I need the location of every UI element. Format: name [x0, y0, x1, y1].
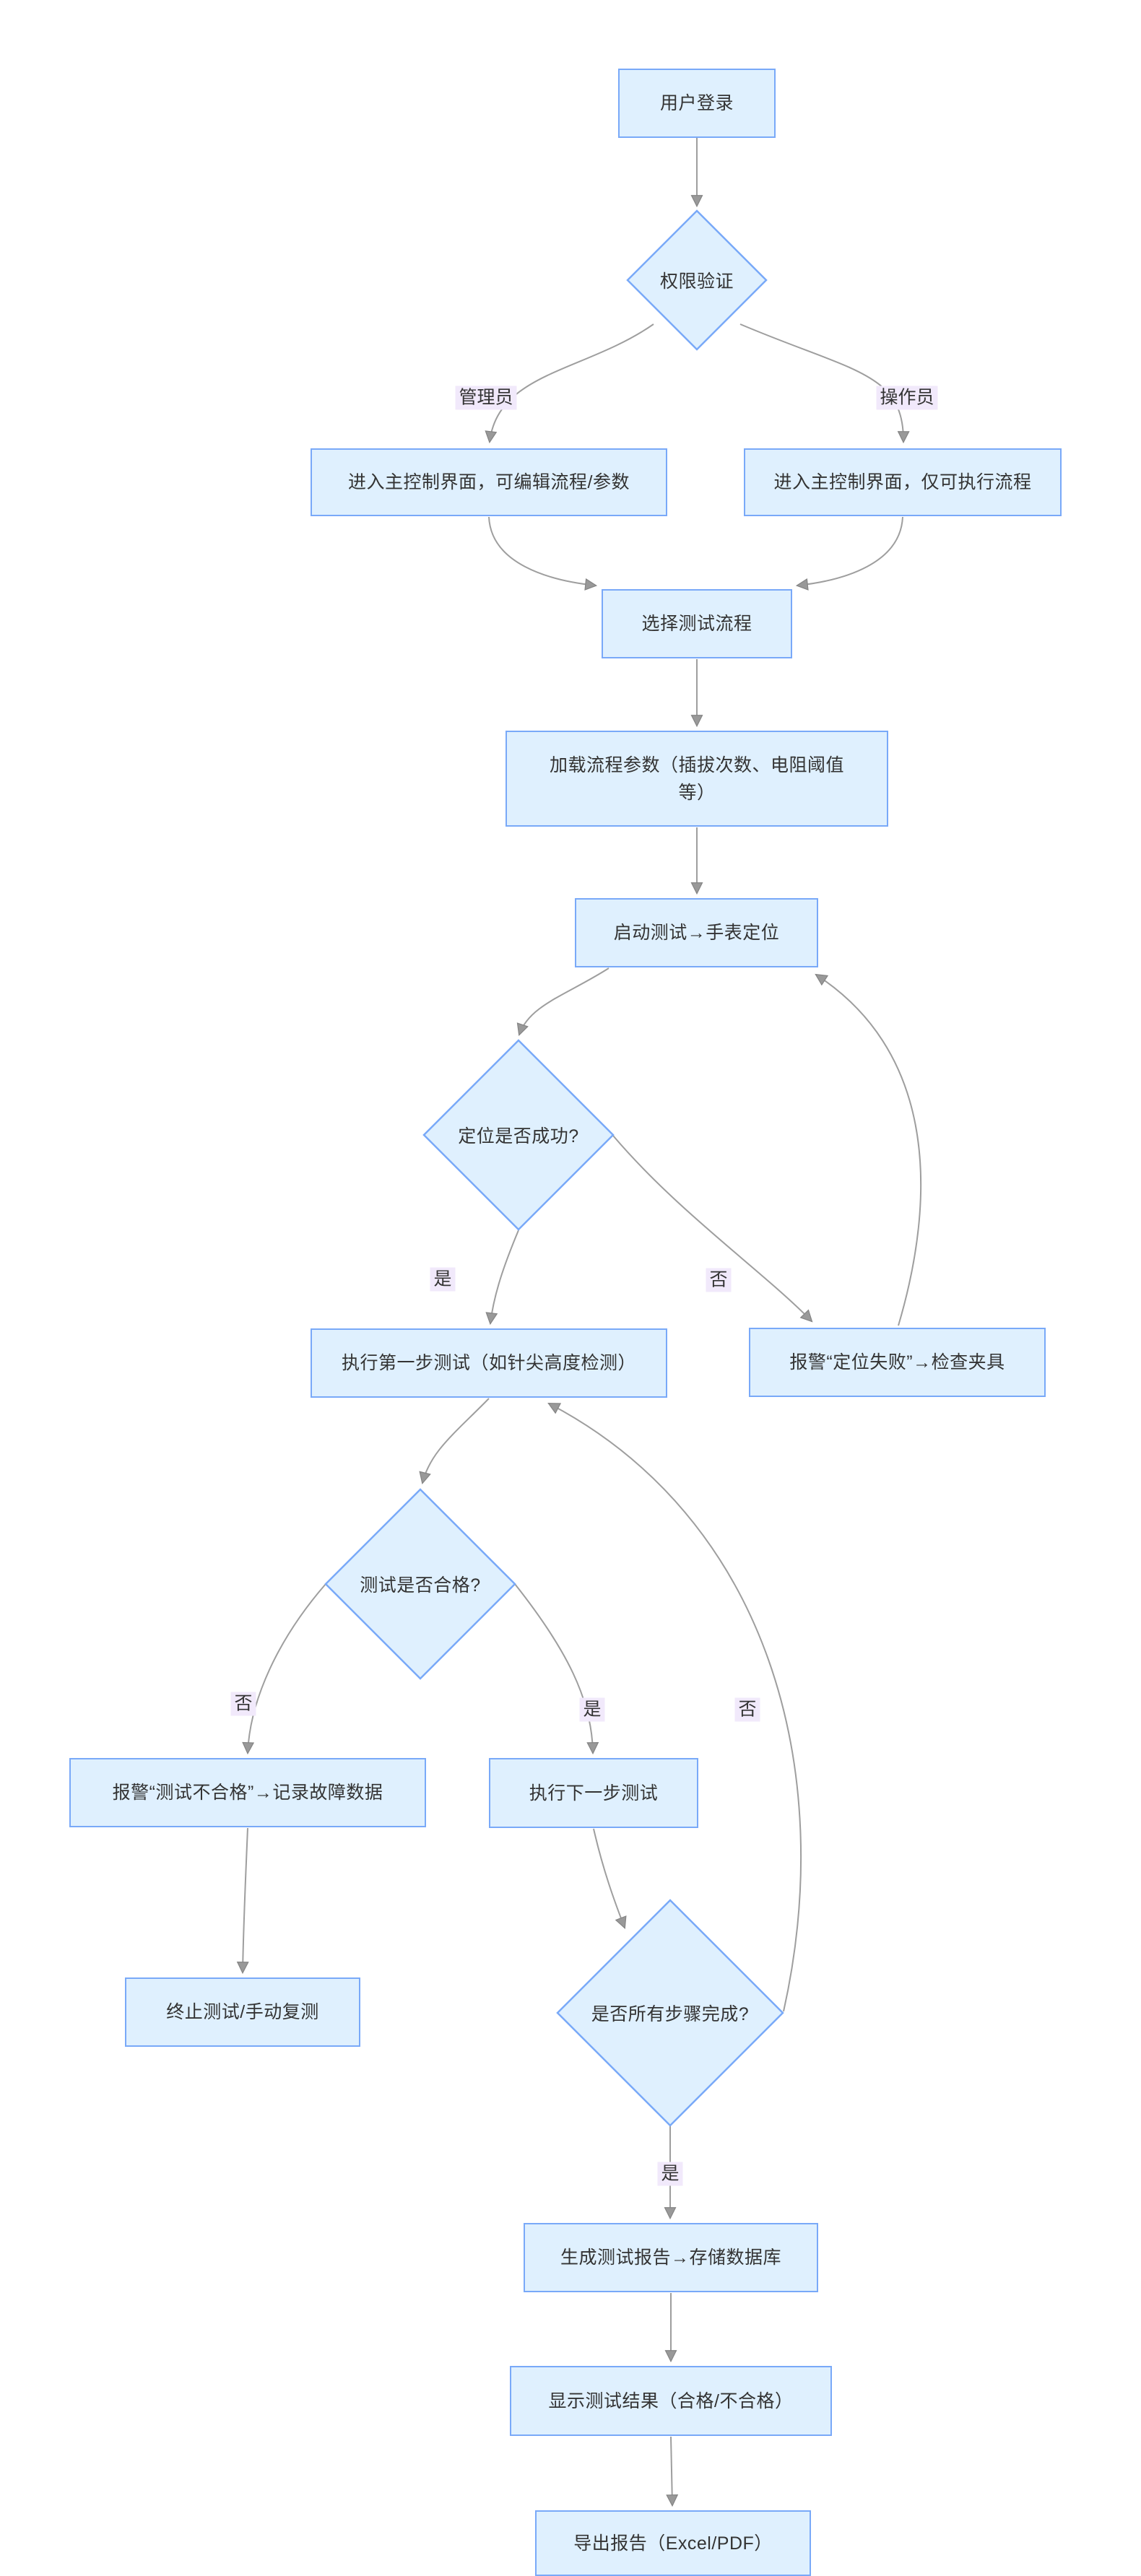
decision-permission-check-label: 权限验证	[659, 271, 734, 292]
node-start-test-label: 启动测试→手表定位	[613, 923, 780, 943]
node-first-step-test-label: 执行第一步测试（如针尖高度检测）	[341, 1353, 636, 1373]
edge-label-locate-yes: 是	[430, 1267, 456, 1292]
decision-all-steps-done-label: 是否所有步骤完成?	[591, 2004, 750, 2024]
edge-oper-panel-select-flow	[795, 516, 903, 591]
node-select-flow: 选择测试流程	[602, 589, 792, 658]
node-next-step-test: 执行下一步测试	[489, 1758, 698, 1828]
edge-label-pass-yes: 是	[579, 1697, 605, 1722]
edge-locate-ok-locate-fail	[612, 1135, 813, 1323]
node-abort-retest-label: 终止测试/手动复测	[166, 2002, 319, 2022]
edge-label-done-no: 否	[734, 1697, 760, 1722]
edge-test-pass-next-step	[514, 1583, 599, 1755]
edge-locate-ok-first-step	[485, 1230, 519, 1326]
node-export-report-label: 导出报告（Excel/PDF）	[573, 2533, 773, 2554]
node-test-fail-alarm: 报警“测试不合格”→记录故障数据	[69, 1758, 426, 1827]
edge-next-step-all-done	[593, 1828, 627, 1929]
node-user-login-label: 用户登录	[659, 93, 734, 113]
edge-label-done-yes: 是	[657, 2162, 683, 2186]
node-test-fail-alarm-label: 报警“测试不合格”→记录故障数据	[112, 1783, 383, 1803]
edge-show-result-export	[666, 2436, 679, 2507]
node-admin-panel: 进入主控制界面，可编辑流程/参数	[311, 448, 667, 516]
node-generate-report: 生成测试报告→存储数据库	[524, 2223, 818, 2292]
node-locate-fail-alarm: 报警“定位失败”→检查夹具	[749, 1328, 1046, 1397]
edge-label-operator: 操作员	[876, 386, 938, 410]
decision-test-pass-shape	[324, 1488, 516, 1680]
node-show-result-label: 显示测试结果（合格/不合格）	[548, 2390, 794, 2411]
node-load-params: 加载流程参数（插拔次数、电阻阈值等）	[506, 731, 888, 827]
edge-all-done-first-step	[547, 1403, 802, 2012]
node-show-result: 显示测试结果（合格/不合格）	[510, 2366, 832, 2436]
edge-auth-oper-panel	[739, 323, 910, 444]
node-locate-fail-alarm-label: 报警“定位失败”→检查夹具	[789, 1352, 1005, 1372]
edge-locate-fail-start-test	[815, 973, 922, 1326]
edge-start-test-locate-ok	[516, 967, 609, 1036]
node-export-report: 导出报告（Excel/PDF）	[535, 2510, 811, 2576]
decision-locate-success-shape	[422, 1039, 615, 1231]
node-load-params-label: 加载流程参数（插拔次数、电阻阈值等）	[549, 754, 844, 803]
edge-label-admin: 管理员	[455, 386, 517, 410]
edge-label-locate-no: 否	[706, 1268, 732, 1292]
decision-all-steps-done-shape	[556, 1899, 784, 2127]
node-first-step-test: 执行第一步测试（如针尖高度检测）	[311, 1328, 667, 1398]
decision-test-pass-label: 测试是否合格?	[360, 1575, 481, 1596]
edge-admin-panel-select-flow	[488, 516, 598, 591]
node-select-flow-label: 选择测试流程	[641, 614, 752, 634]
node-operator-panel: 进入主控制界面，仅可执行流程	[744, 448, 1062, 516]
edge-test-pass-test-fail	[242, 1583, 326, 1755]
edge-label-pass-no: 否	[230, 1692, 256, 1716]
edge-test-fail-abort	[236, 1827, 249, 1975]
decision-permission-check-shape	[626, 209, 768, 351]
edge-auth-admin-panel	[485, 323, 654, 444]
node-operator-panel-label: 进入主控制界面，仅可执行流程	[773, 472, 1032, 492]
edge-first-step-test-pass	[419, 1398, 490, 1485]
node-admin-panel-label: 进入主控制界面，可编辑流程/参数	[348, 472, 630, 492]
decision-locate-success-label: 定位是否成功?	[458, 1126, 579, 1146]
node-generate-report-label: 生成测试报告→存储数据库	[560, 2248, 781, 2268]
node-user-login: 用户登录	[618, 69, 776, 138]
node-abort-retest: 终止测试/手动复测	[125, 1977, 360, 2047]
node-start-test: 启动测试→手表定位	[575, 898, 818, 967]
node-next-step-test-label: 执行下一步测试	[529, 1783, 659, 1803]
